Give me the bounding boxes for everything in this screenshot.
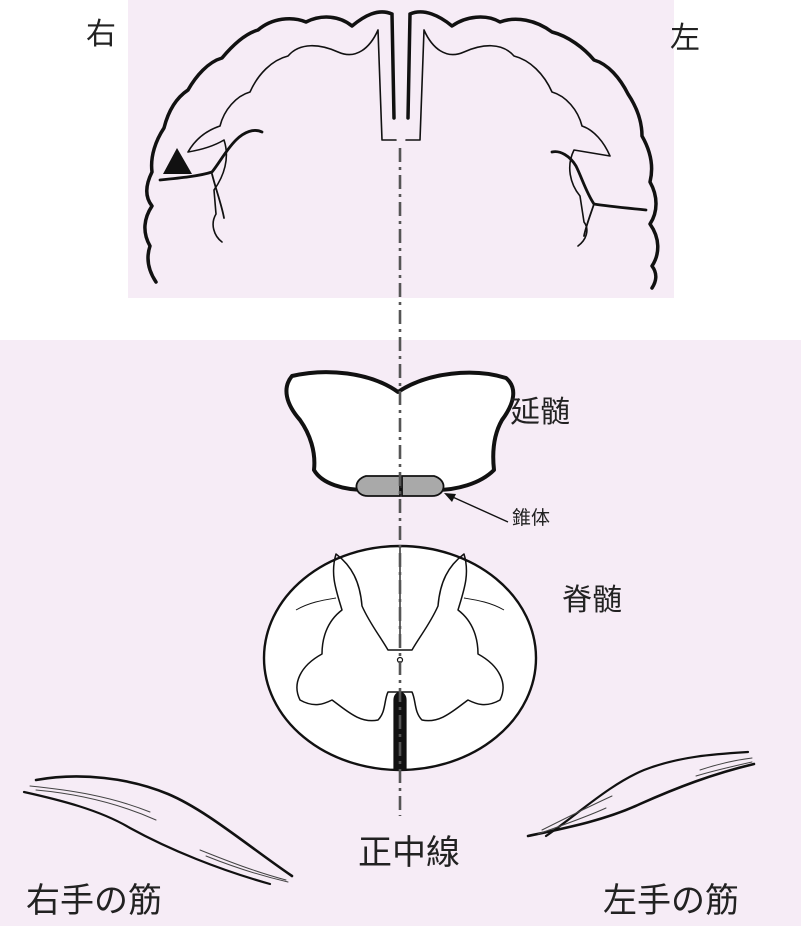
label-spinal-cord: 脊髄 bbox=[562, 586, 622, 616]
pyramid-right bbox=[356, 476, 400, 496]
label-right-side: 右 bbox=[86, 20, 116, 50]
label-pyramid: 錐体 bbox=[512, 509, 550, 528]
label-medulla: 延髄 bbox=[510, 398, 570, 428]
label-right-hand-muscle: 右手の筋 bbox=[26, 884, 162, 918]
pyramid-left bbox=[402, 476, 444, 496]
label-left-side: 左 bbox=[670, 24, 700, 54]
label-left-hand-muscle: 左手の筋 bbox=[603, 884, 739, 918]
spinal-cord-anterior-fissure bbox=[394, 693, 406, 771]
label-midline: 正中線 bbox=[358, 836, 460, 870]
